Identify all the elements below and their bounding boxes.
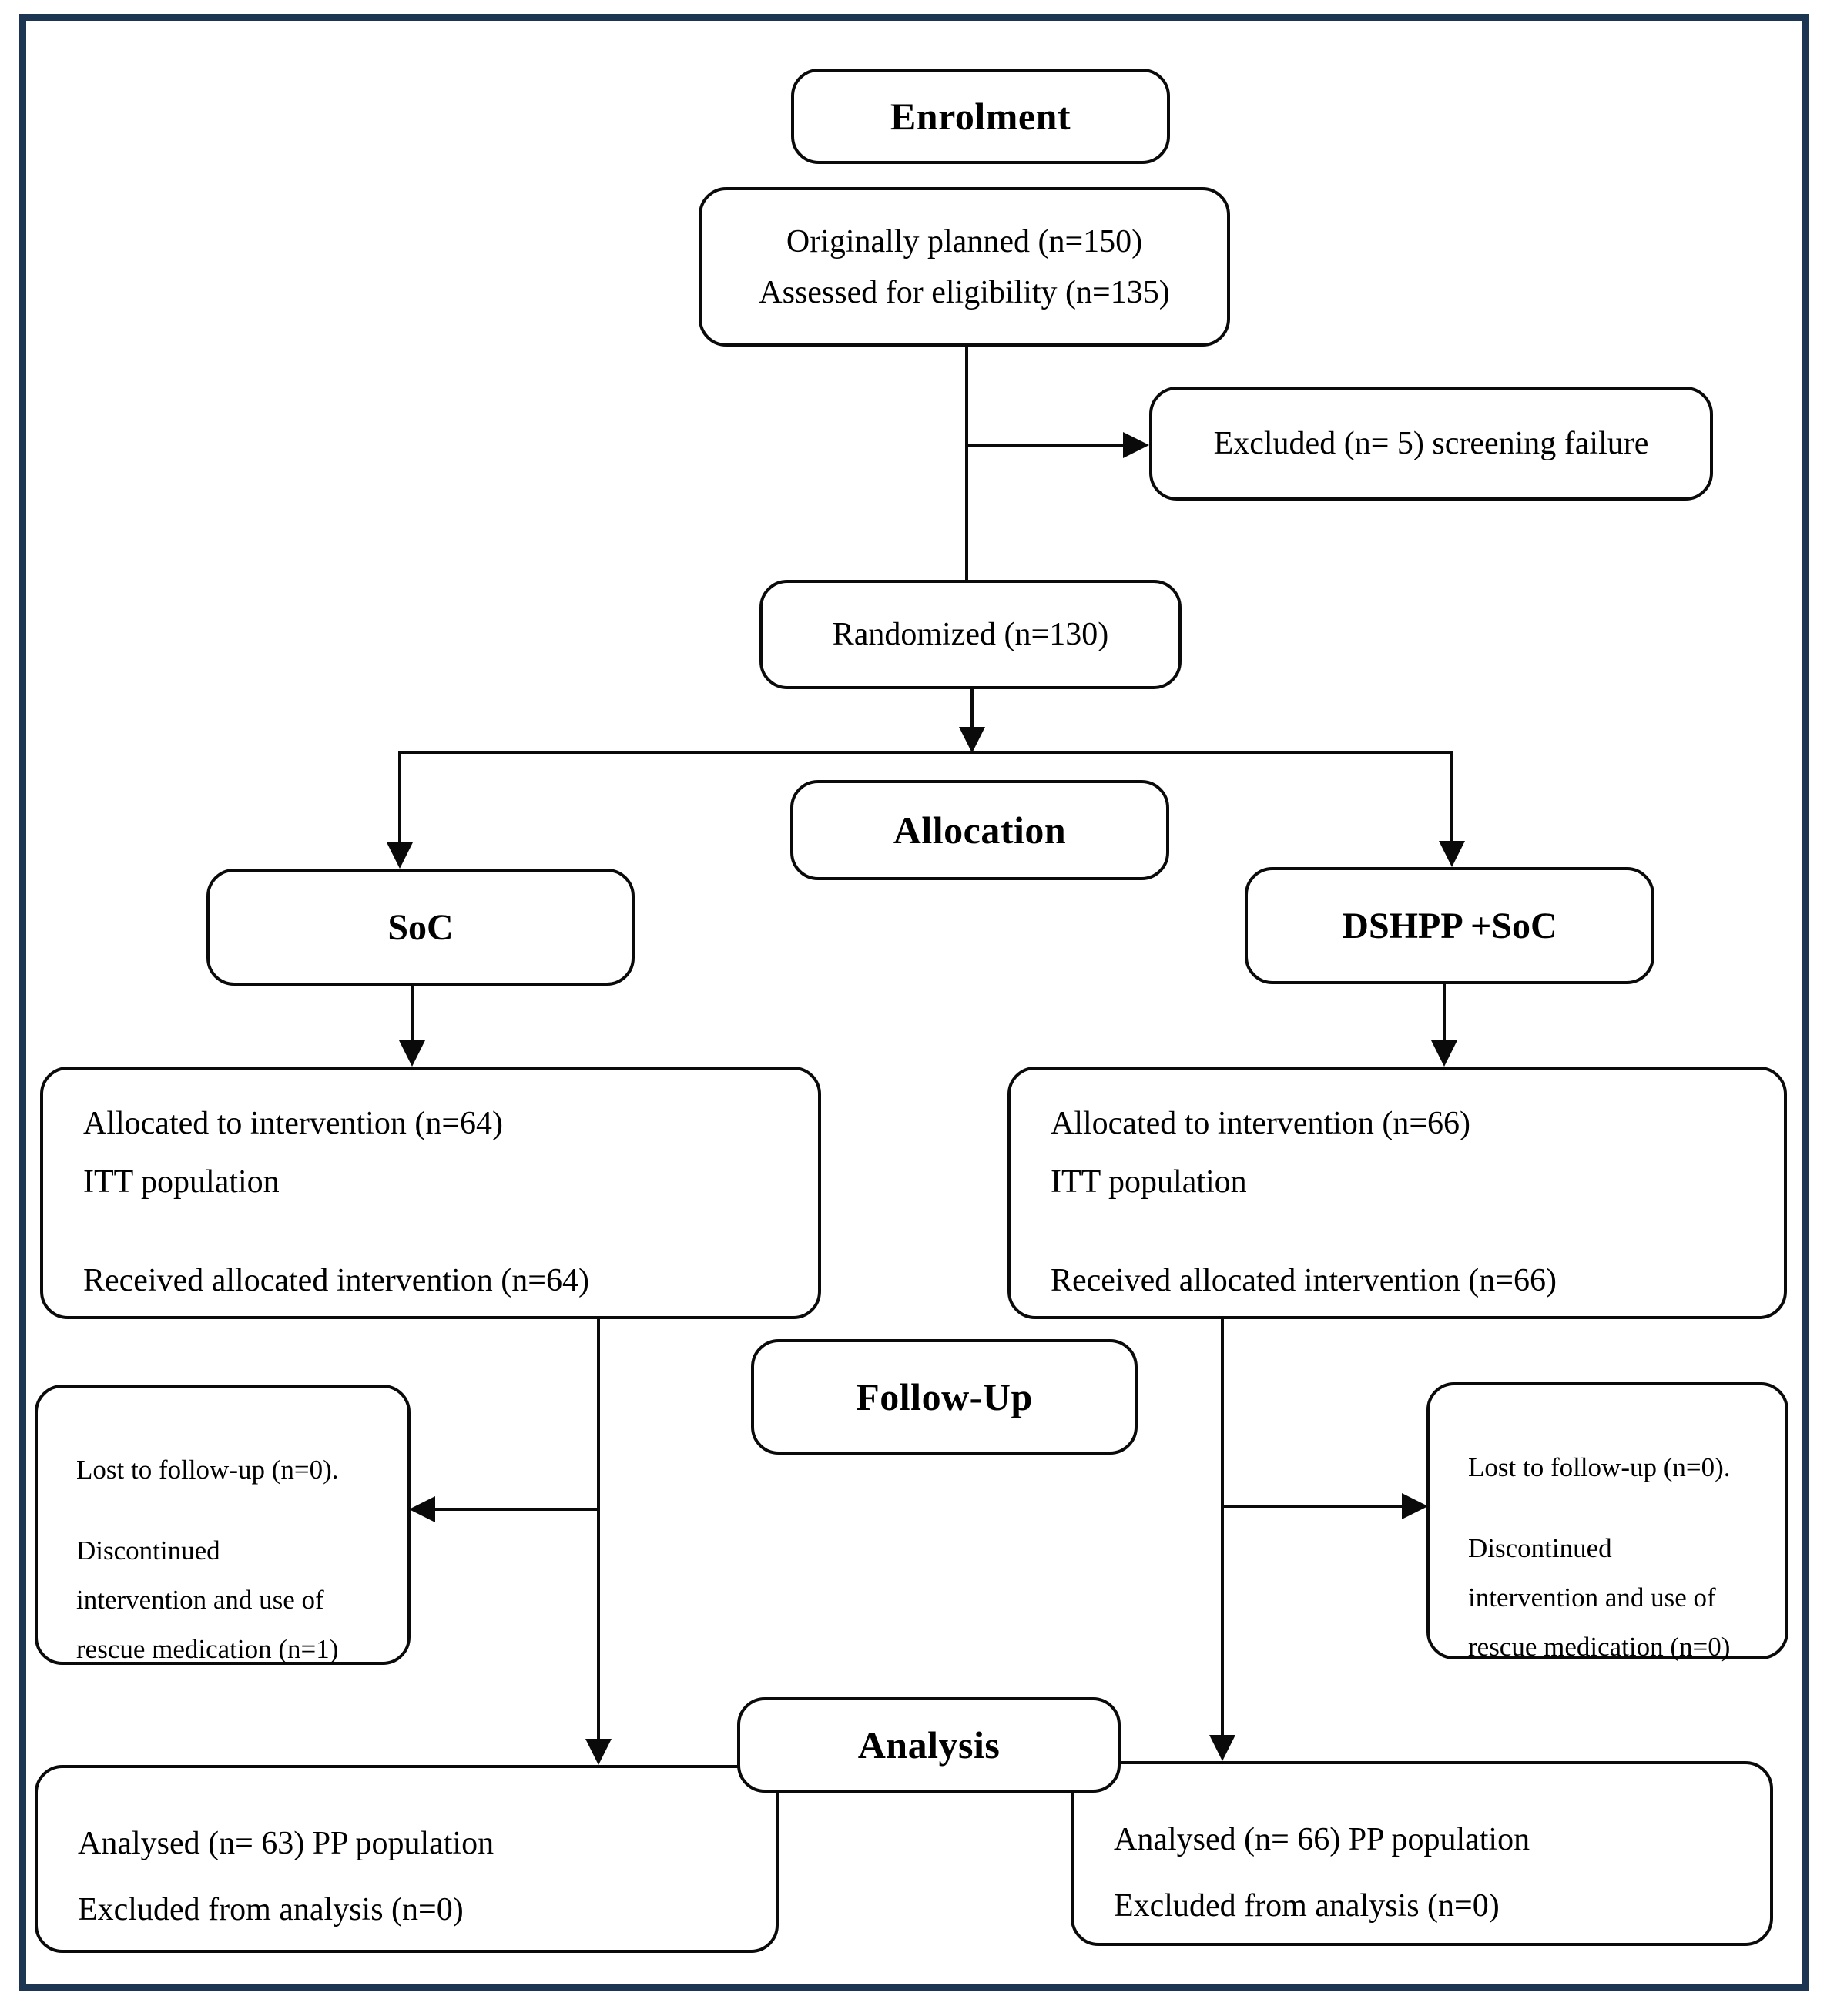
stage-header-analysis-label: Analysis [857,1723,1001,1767]
lost-right-box: Lost to follow-up (n=0). Discontinued in… [1426,1382,1788,1662]
allocated-right-line2: ITT population [1051,1164,1247,1200]
planned-box: Originally planned (n=150) Assessed for … [699,187,1230,347]
analysed-left-line1: Analysed (n= 63) PP population [78,1826,494,1861]
excluded-text: Excluded (n= 5) screening failure [1213,426,1649,461]
arm-dshpp-soc-box: DSHPP +SoC [1245,867,1654,984]
planned-line2: Assessed for eligibility (n=135) [759,274,1170,310]
lost-left-line1: Lost to follow-up (n=0). [76,1455,339,1485]
connector-randomized-to-split [970,688,974,729]
allocated-left-line1: Allocated to intervention (n=64) [83,1106,504,1141]
allocated-left-line3: Received allocated intervention (n=64) [83,1263,589,1298]
allocated-right-line3: Received allocated intervention (n=66) [1051,1263,1557,1298]
stage-header-enrolment: Enrolment [791,69,1170,164]
analysed-right-line2: Excluded from analysis (n=0) [1114,1888,1500,1924]
page-border-frame [19,14,1809,1991]
lost-right-line1: Lost to follow-up (n=0). [1468,1452,1731,1482]
connector-planned-to-randomized [965,345,968,581]
arm-soc-label: SoC [387,906,454,948]
arrowhead-split-icon [959,727,985,753]
randomized-box: Randomized (n=130) [759,580,1182,689]
lost-left-line4: rescue medication (n=1) [76,1634,339,1664]
arrowhead-lost-right-icon [1402,1493,1428,1519]
connector-soc-to-allocated [411,986,414,1042]
randomized-text: Randomized (n=130) [832,617,1109,652]
stage-header-follow-up: Follow-Up [751,1339,1138,1455]
planned-line1: Originally planned (n=150) [786,223,1143,260]
stage-header-allocation: Allocation [790,780,1169,880]
connector-split-to-soc [398,751,401,845]
allocated-left-box: Allocated to intervention (n=64) ITT pop… [40,1067,821,1319]
arrowhead-soc-icon [387,842,413,869]
lost-right-line2: Discontinued [1468,1533,1612,1563]
connector-allocated-right-to-analysed [1221,1319,1224,1736]
lost-right-line3: intervention and use of [1468,1582,1716,1612]
analysed-left-box: Analysed (n= 63) PP population Excluded … [35,1765,779,1953]
allocated-right-box: Allocated to intervention (n=66) ITT pop… [1007,1067,1787,1319]
connector-split-to-dshpp [1450,751,1453,843]
split-horizontal-line [400,751,1453,754]
connector-lost-right-line [1224,1505,1403,1508]
lost-left-box: Lost to follow-up (n=0). Discontinued in… [35,1385,411,1665]
arm-dshpp-soc-label: DSHPP +SoC [1342,905,1557,946]
connector-excluded-line [965,444,1125,447]
stage-header-enrolment-label: Enrolment [890,95,1071,138]
lost-right-line4: rescue medication (n=0) [1468,1632,1731,1662]
lost-left-line3: intervention and use of [76,1585,324,1615]
allocated-left-line2: ITT population [83,1164,280,1200]
arm-soc-box: SoC [206,869,635,986]
excluded-box: Excluded (n= 5) screening failure [1149,387,1713,501]
stage-header-analysis: Analysis [737,1697,1121,1793]
analysed-right-line1: Analysed (n= 66) PP population [1114,1822,1530,1857]
arrowhead-allocated-right-icon [1431,1040,1457,1067]
analysed-right-box: Analysed (n= 66) PP population Excluded … [1071,1761,1773,1946]
connector-allocated-left-to-analysed [597,1319,600,1740]
stage-header-follow-up-label: Follow-Up [856,1375,1033,1418]
allocated-right-line1: Allocated to intervention (n=66) [1051,1106,1471,1141]
arrowhead-lost-left-icon [409,1496,435,1522]
arrowhead-analysed-right-icon [1209,1735,1235,1761]
stage-header-allocation-label: Allocation [893,809,1067,852]
arrowhead-analysed-left-icon [585,1739,612,1765]
connector-lost-left-line [432,1508,598,1511]
analysed-left-line2: Excluded from analysis (n=0) [78,1892,464,1927]
arrowhead-dshpp-icon [1439,841,1465,867]
arrowhead-excluded-icon [1123,432,1149,458]
lost-left-line2: Discontinued [76,1535,220,1566]
arrowhead-allocated-left-icon [399,1040,425,1067]
connector-dshpp-to-allocated [1443,984,1446,1042]
